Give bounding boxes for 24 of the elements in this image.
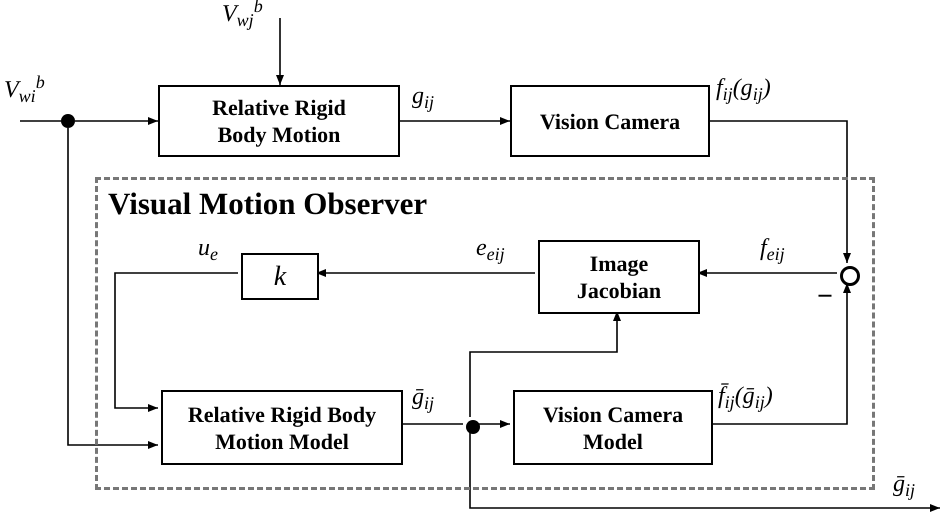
block-box [538,240,700,314]
block-box [513,390,713,465]
gain-symbol: k [274,262,286,290]
block-label: Image Jacobian [576,250,662,304]
block-box [158,85,400,157]
signal-arrow [114,272,238,412]
signal-arrow [67,128,158,449]
signal-arrow [75,117,158,125]
signal-arrow [400,117,510,125]
signal-arrow [469,431,940,512]
signal-arrow [276,18,284,85]
block-label: Relative Rigid Body Motion [211,94,347,148]
signal-label: u$_{e}$ [198,236,218,260]
block-label: Relative Rigid Body Motion Model [186,400,378,454]
observer-group [95,177,875,490]
block-box [510,85,710,157]
signal-arrow [477,420,510,428]
group-title: Visual Motion Observer [108,188,428,219]
block-box [161,390,403,465]
block-box [241,253,319,300]
minus-sign: − [817,283,833,311]
signal-arrow [710,120,851,263]
block-label: Vision Camera [538,108,682,134]
block-label: Vision Camera Model [542,400,684,454]
